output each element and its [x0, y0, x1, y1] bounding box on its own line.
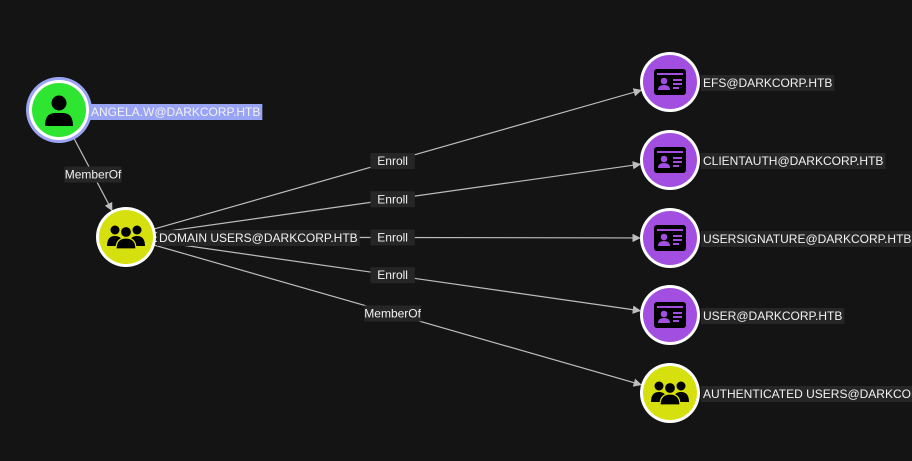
node-label-background	[701, 386, 912, 402]
node-label-text: EFS@DARKCORP.HTB	[703, 76, 832, 90]
node-domain_users[interactable]: DOMAIN USERS@DARKCORP.HTB	[96, 207, 360, 267]
node-label-background	[701, 75, 835, 91]
node-usersignature[interactable]: USERSIGNATURE@DARKCORP.HTB	[640, 208, 912, 268]
edge-label-background	[64, 166, 122, 183]
node-auth_users[interactable]: AUTHENTICATED USERS@DARKCORP.HTB	[640, 363, 912, 423]
certificate-template-icon	[654, 69, 686, 95]
edge-label-background	[370, 267, 415, 284]
certificate-template-icon	[654, 302, 686, 328]
node-label-text: USERSIGNATURE@DARKCORP.HTB	[703, 232, 911, 246]
node-clientauth[interactable]: CLIENTAUTH@DARKCORP.HTB	[640, 130, 886, 190]
node-label-text: ANGELA.W@DARKCORP.HTB	[91, 105, 260, 119]
node-label-text: USER@DARKCORP.HTB	[703, 309, 842, 323]
edge-label-domain_users-to-auth_users[interactable]: MemberOf	[364, 305, 422, 322]
edge-label-angela-to-domain_users[interactable]: MemberOf	[64, 166, 122, 183]
group-icon	[107, 225, 145, 250]
node-label-background	[701, 231, 912, 247]
edge-label-domain_users-to-efs[interactable]: Enroll	[370, 153, 415, 170]
node-efs[interactable]: EFS@DARKCORP.HTB	[640, 52, 835, 112]
edge-label-text: Enroll	[377, 192, 408, 206]
edge-label-background	[370, 229, 415, 246]
node-label[interactable]: DOMAIN USERS@DARKCORP.HTB	[157, 230, 360, 246]
edge-label-text: MemberOf	[364, 306, 421, 320]
node-label-text: DOMAIN USERS@DARKCORP.HTB	[159, 231, 358, 245]
node-label[interactable]: USER@DARKCORP.HTB	[701, 308, 845, 324]
edge-label-text: Enroll	[377, 230, 408, 244]
node-label[interactable]: AUTHENTICATED USERS@DARKCORP.HTB	[701, 386, 912, 402]
node-label[interactable]: CLIENTAUTH@DARKCORP.HTB	[701, 153, 886, 169]
edge-label-domain_users-to-usersignature[interactable]: Enroll	[370, 229, 415, 246]
node-angela[interactable]: ANGELA.W@DARKCORP.HTB	[26, 77, 263, 143]
edge-label-background	[370, 191, 415, 208]
node-label[interactable]: EFS@DARKCORP.HTB	[701, 75, 835, 91]
edge-label-domain_users-to-user[interactable]: Enroll	[370, 267, 415, 284]
edge-label-text: Enroll	[377, 154, 408, 168]
node-label[interactable]: USERSIGNATURE@DARKCORP.HTB	[701, 231, 912, 247]
edge-label-text: Enroll	[377, 268, 408, 282]
edge-label-background	[364, 305, 422, 322]
user-icon	[45, 95, 73, 126]
group-icon	[651, 381, 689, 406]
edge-label-background	[370, 153, 415, 170]
certificate-template-icon	[654, 225, 686, 251]
node-label-background	[157, 230, 360, 246]
edge-label-domain_users-to-clientauth[interactable]: Enroll	[370, 191, 415, 208]
node-label-text: AUTHENTICATED USERS@DARKCORP.HTB	[703, 387, 912, 401]
node-label[interactable]: ANGELA.W@DARKCORP.HTB	[89, 104, 263, 120]
nodes-layer: ANGELA.W@DARKCORP.HTB DOMAIN USERS@DARKCO…	[26, 52, 912, 423]
node-label-background	[701, 308, 845, 324]
node-label-background	[701, 153, 886, 169]
node-user[interactable]: USER@DARKCORP.HTB	[640, 285, 845, 345]
node-label-text: CLIENTAUTH@DARKCORP.HTB	[703, 154, 883, 168]
edge-label-text: MemberOf	[65, 168, 122, 182]
node-label-background	[89, 104, 263, 120]
certificate-template-icon	[654, 147, 686, 173]
